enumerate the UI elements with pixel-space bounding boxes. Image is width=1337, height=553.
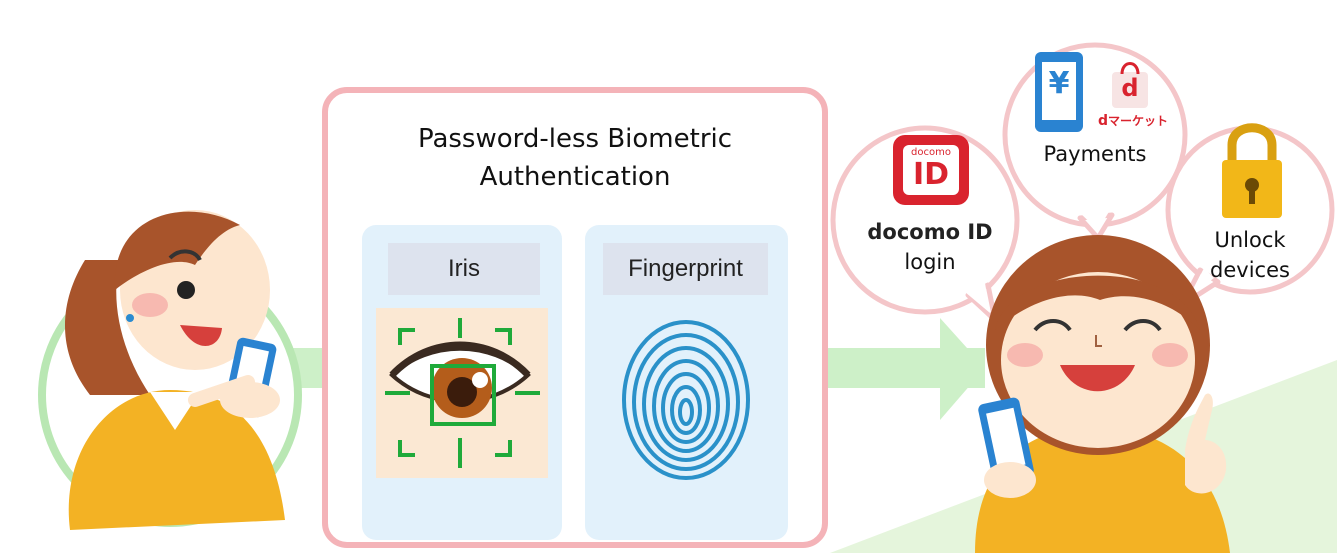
unlock-caption-line1: Unlock — [1214, 228, 1286, 252]
docomo-id-bubble — [830, 125, 1020, 323]
payments-bubble — [1002, 42, 1188, 241]
payments-caption: Payments — [1043, 142, 1147, 166]
right-user-illustration — [975, 235, 1230, 553]
yen-phone-icon — [1035, 52, 1083, 132]
left-user-illustration — [65, 210, 285, 530]
dmarket-wordmark: dマーケット — [1098, 112, 1188, 129]
diagram-title-line2: Authentication — [479, 162, 671, 192]
docomo-id-brand: docomo ID — [867, 220, 993, 244]
unlock-caption-line2: devices — [1210, 258, 1290, 282]
iris-label: Iris — [388, 243, 540, 295]
fingerprint-icon — [622, 320, 750, 480]
diagram-title-line1: Password-less Biometric — [417, 124, 733, 154]
padlock-icon — [1222, 123, 1282, 218]
fingerprint-panel — [585, 225, 788, 540]
docomo-id-caption: login — [904, 250, 956, 274]
yen-symbol: ¥ — [1048, 66, 1070, 101]
docomo-logo-id-text: ID — [912, 157, 950, 192]
docomo-logo-small-text: docomo — [911, 147, 951, 158]
fingerprint-label: Fingerprint — [603, 243, 768, 295]
dmarket-wordmark-text: マーケット — [1108, 114, 1169, 128]
eye-scan-icon — [376, 308, 548, 478]
dmarket-wordmark-d: d — [1098, 113, 1109, 129]
dmarket-d-icon-letter: d — [1121, 74, 1139, 102]
dmarket-logo — [1112, 62, 1148, 108]
unlock-bubble — [1165, 123, 1335, 308]
